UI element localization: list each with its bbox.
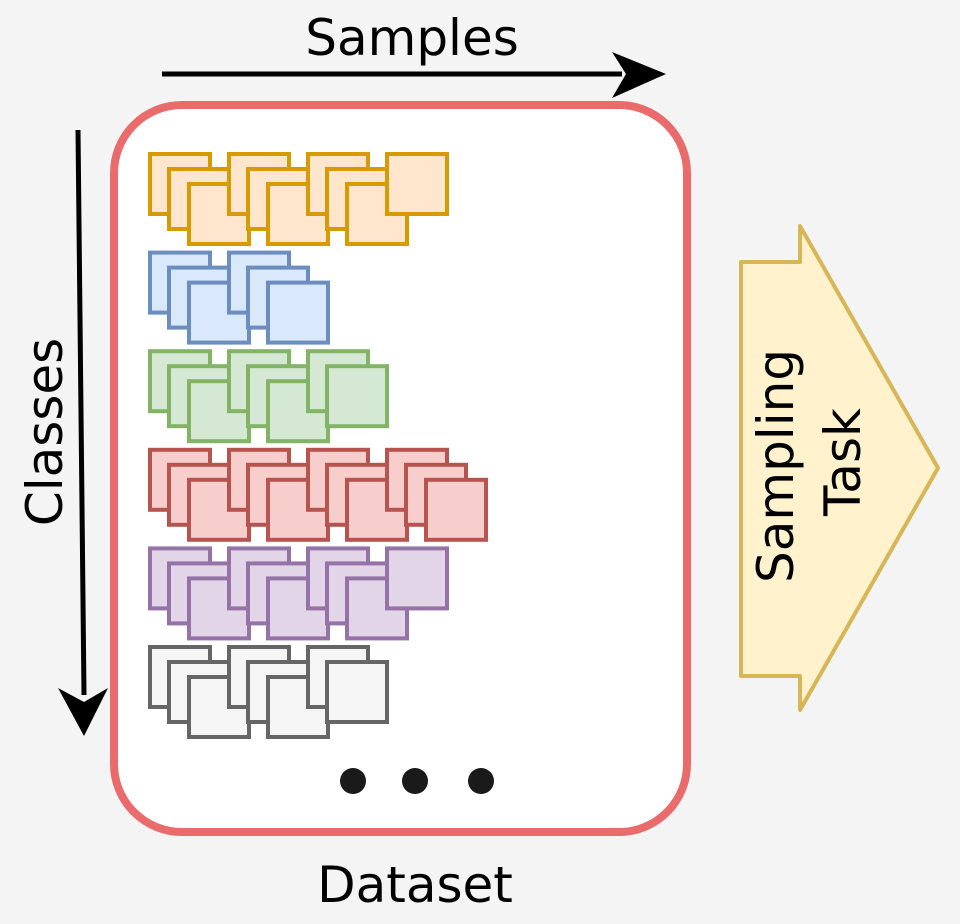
classes-arrow xyxy=(58,129,108,736)
classes-label: Classes xyxy=(16,338,74,526)
class-rows xyxy=(148,152,488,739)
samples-arrow xyxy=(162,52,666,98)
sample-square xyxy=(424,477,488,542)
class-row-purple xyxy=(148,546,449,641)
ellipsis xyxy=(340,768,494,794)
sample-square xyxy=(266,280,330,345)
ellipsis-dot xyxy=(340,768,366,794)
class-row-green xyxy=(148,349,389,444)
sample-square xyxy=(385,546,449,611)
samples-label: Samples xyxy=(305,9,519,67)
ellipsis-dot xyxy=(468,768,494,794)
sample-square xyxy=(325,364,389,429)
sample-square xyxy=(385,152,449,216)
dataset-label: Dataset xyxy=(317,856,513,914)
class-row-orange xyxy=(148,152,449,246)
ellipsis-dot xyxy=(402,768,428,794)
class-row-gray xyxy=(148,645,389,739)
sampling-task-label-line2: Task xyxy=(814,408,872,517)
class-row-red xyxy=(148,447,488,542)
sample-square xyxy=(325,660,389,724)
class-row-blue xyxy=(148,250,330,345)
sampling-task-label-line1: Sampling xyxy=(747,349,805,583)
sampling-task-arrow xyxy=(739,224,940,712)
